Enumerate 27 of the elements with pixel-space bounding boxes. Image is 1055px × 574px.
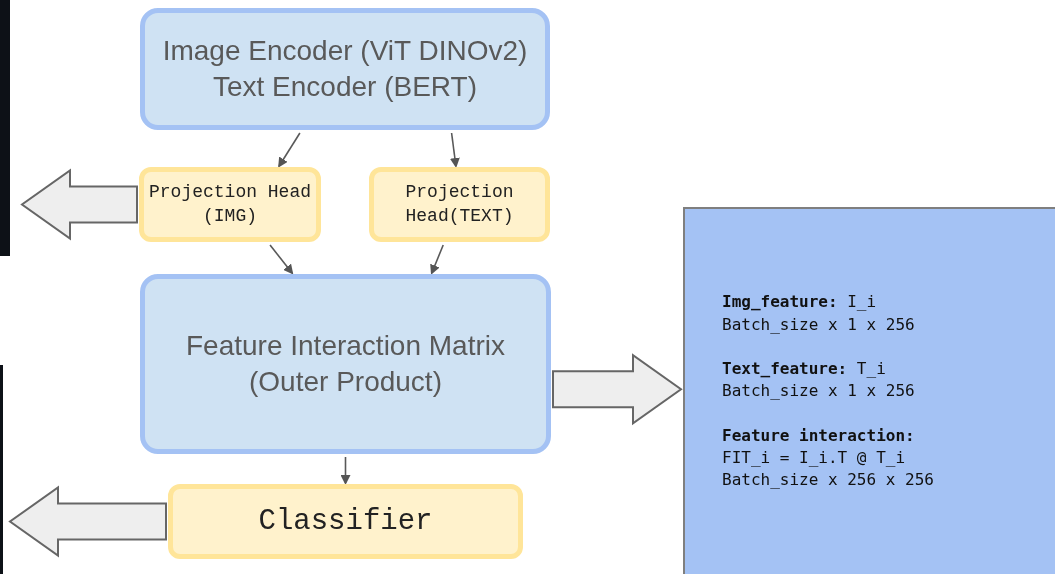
node-label: Image Encoder (ViT DINOv2) [162, 33, 528, 68]
node-label: Projection Head (IMG) [148, 181, 312, 228]
info-panel [683, 207, 1055, 574]
info-text: Img_feature: I_i [722, 291, 877, 314]
block-arrow [20, 168, 138, 241]
info-text: Batch_size x 1 x 256 [722, 313, 915, 336]
info-text: FIT_i = I_i.T @ T_i [722, 447, 906, 470]
projection-box [139, 167, 321, 242]
arrow [278, 132, 301, 168]
classifier-box [168, 484, 523, 559]
node-label: Classifier [258, 503, 433, 540]
node-label: Text Encoder (BERT) [213, 70, 477, 104]
node-label: Projection Head(TEXT) [404, 181, 515, 228]
matrix-box [140, 274, 551, 454]
arrow [269, 244, 294, 275]
block-arrow [8, 485, 167, 558]
arrow [430, 244, 444, 275]
info-text: Batch_size x 1 x 256 [722, 380, 915, 403]
node-label: Feature Interaction Matrix (Outer Product) [185, 328, 506, 399]
encoder-box [140, 8, 550, 130]
info-text: Batch_size x 256 x 256 [722, 469, 934, 492]
info-text: Feature interaction: [722, 424, 915, 447]
arrow [340, 456, 351, 485]
block-arrow [552, 353, 683, 426]
arrow [449, 132, 460, 168]
projection-box [369, 167, 550, 242]
info-text: Text_feature: T_i [722, 357, 886, 380]
